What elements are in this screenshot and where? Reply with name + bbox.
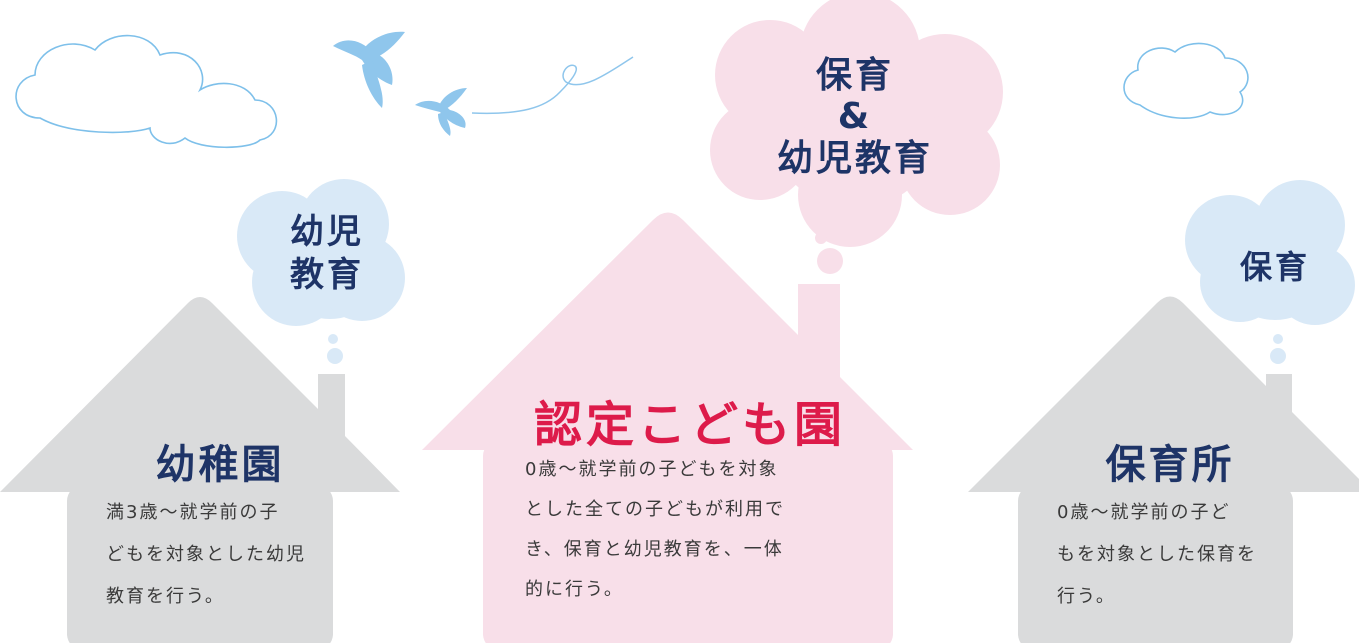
kodomoen-house (422, 212, 913, 643)
kodomoen-bubble-line3: 幼児教育 (776, 137, 933, 179)
kodomoen-desc-line2: とした全ての子どもが利用で (525, 499, 785, 520)
kodomoen-desc-line4: 的に行う。 (525, 579, 624, 600)
nursery-house (968, 296, 1359, 643)
kindergarten-desc-line1: 満3歳〜就学前の子 (106, 502, 280, 523)
kodomoen-description: 0歳〜就学前の子どもを対象 とした全ての子どもが利用で き、保育と幼児教育を、一… (525, 450, 865, 610)
cloud-left-icon (15, 34, 278, 149)
kodomoen-desc-line1: 0歳〜就学前の子どもを対象 (525, 459, 779, 480)
nursery-thought-bubble (1185, 180, 1355, 364)
nursery-description: 0歳〜就学前の子ど もを対象とした保育を 行う。 (1057, 492, 1277, 618)
bird-large-icon (333, 31, 405, 108)
kindergarten-bubble-label: 幼児 教育 (262, 211, 392, 296)
nursery-desc-line1: 0歳〜就学前の子ど (1057, 502, 1231, 523)
kindergarten-title: 幼稚園 (155, 442, 285, 488)
nursery-bubble-label: 保育 (1210, 247, 1340, 287)
nursery-desc-line2: もを対象とした保育を (1057, 544, 1257, 565)
nursery-desc-line3: 行う。 (1057, 586, 1116, 607)
kindergarten-desc-line3: 教育を行う。 (106, 586, 225, 607)
kodomoen-title: 認定こども園 (533, 397, 846, 453)
kindergarten-bubble-line1: 幼児 (290, 212, 364, 252)
kodomoen-bubble-line2: & (837, 96, 873, 138)
nursery-title: 保育所 (1105, 442, 1235, 488)
cloud-right-icon (1123, 42, 1249, 119)
kodomoen-thought-bubble (710, 0, 1003, 274)
kodomoen-bubble-line1: 保育 (815, 55, 894, 96)
kindergarten-description: 満3歳〜就学前の子 どもを対象とした幼児 教育を行う。 (106, 492, 326, 618)
kindergarten-bubble-line2: 教育 (290, 254, 364, 295)
bird-small-icon (415, 88, 467, 136)
kodomoen-bubble-label: 保育 & 幼児教育 (775, 55, 935, 179)
kindergarten-thought-bubble (237, 179, 405, 364)
kodomoen-desc-line3: き、保育と幼児教育を、一体 (525, 539, 784, 560)
nursery-bubble-line1: 保育 (1239, 248, 1310, 286)
kindergarten-desc-line2: どもを対象とした幼児 (106, 544, 306, 565)
flight-trail-line (471, 56, 634, 115)
kindergarten-house (0, 297, 400, 643)
